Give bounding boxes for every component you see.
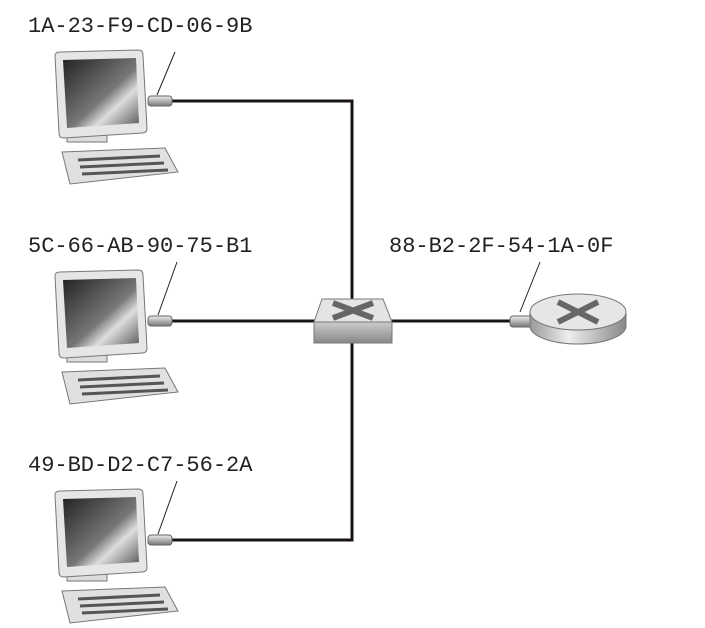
computer-icon bbox=[53, 487, 180, 625]
host-3: 49-BD-D2-C7-56-2A bbox=[28, 453, 253, 625]
router-icon bbox=[529, 293, 627, 345]
host-mac-label: 5C-66-AB-90-75-B1 bbox=[28, 234, 252, 259]
link-host3-switch bbox=[172, 342, 354, 542]
leader-line bbox=[157, 261, 178, 316]
router: 88-B2-2F-54-1A-0F bbox=[389, 234, 627, 345]
host-mac-label: 49-BD-D2-C7-56-2A bbox=[28, 453, 253, 478]
host-1: 1A-23-F9-CD-06-9B bbox=[28, 14, 252, 186]
computer-icon bbox=[53, 268, 180, 406]
link-host1-switch bbox=[172, 99, 354, 300]
leader-line bbox=[519, 261, 541, 313]
leader-line bbox=[156, 51, 176, 96]
host-mac-label: 1A-23-F9-CD-06-9B bbox=[28, 14, 252, 39]
router-mac-label: 88-B2-2F-54-1A-0F bbox=[389, 234, 613, 259]
host-2: 5C-66-AB-90-75-B1 bbox=[28, 234, 252, 406]
switch-icon bbox=[313, 298, 393, 344]
computer-icon bbox=[53, 48, 180, 186]
leader-line bbox=[157, 480, 178, 535]
